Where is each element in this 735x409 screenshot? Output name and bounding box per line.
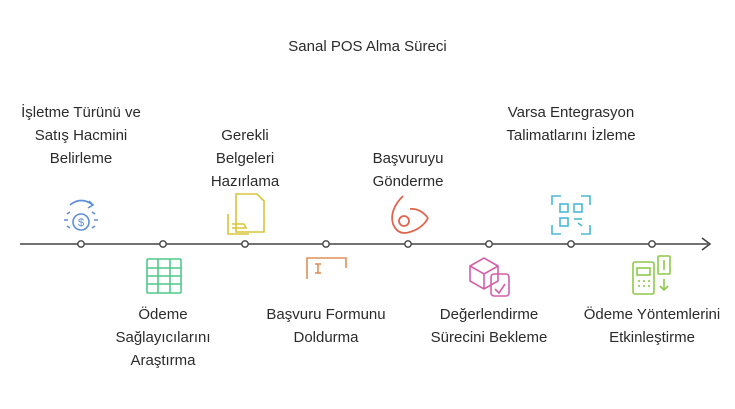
text-field-icon	[306, 257, 347, 279]
package-review-icon	[469, 257, 510, 297]
documents-icon	[227, 193, 265, 235]
step-7-label: Varsa Entegrasyon Talimatlarını İzleme	[506, 104, 636, 144]
diagram-title: Sanal POS Alma Süreci	[288, 38, 447, 55]
qr-scan-icon	[551, 195, 591, 235]
step-8-label: Ödeme Yöntemlerini Etkinleştirme	[583, 306, 721, 346]
timeline-node-2	[159, 240, 167, 248]
table-grid-icon	[146, 258, 182, 294]
timeline-node-1	[77, 240, 85, 248]
timeline-node-5	[404, 240, 412, 248]
money-cycle-icon: $	[64, 199, 98, 231]
timeline-node-8	[648, 240, 656, 248]
send-hand-icon	[391, 195, 429, 234]
step-3-label: Gerekli Belgeleri Hazırlama	[210, 127, 280, 190]
timeline-node-7	[567, 240, 575, 248]
step-1-label: İşletme Türünü ve Satış Hacmini Belirlem…	[21, 104, 141, 167]
svg-text:$: $	[78, 217, 84, 229]
step-2-label: Ödeme Sağlayıcılarını Araştırma	[115, 306, 211, 369]
timeline-node-3	[241, 240, 249, 248]
timeline-arrowhead	[701, 237, 712, 251]
step-5-label: Başvuruyu Gönderme	[372, 150, 444, 190]
timeline-node-4	[322, 240, 330, 248]
payment-terminal-icon	[632, 255, 671, 295]
timeline-node-6	[485, 240, 493, 248]
step-4-label: Başvuru Formunu Doldurma	[266, 306, 386, 346]
step-6-label: Değerlendirme Sürecini Bekleme	[430, 306, 548, 346]
timeline-nodes	[77, 240, 656, 248]
